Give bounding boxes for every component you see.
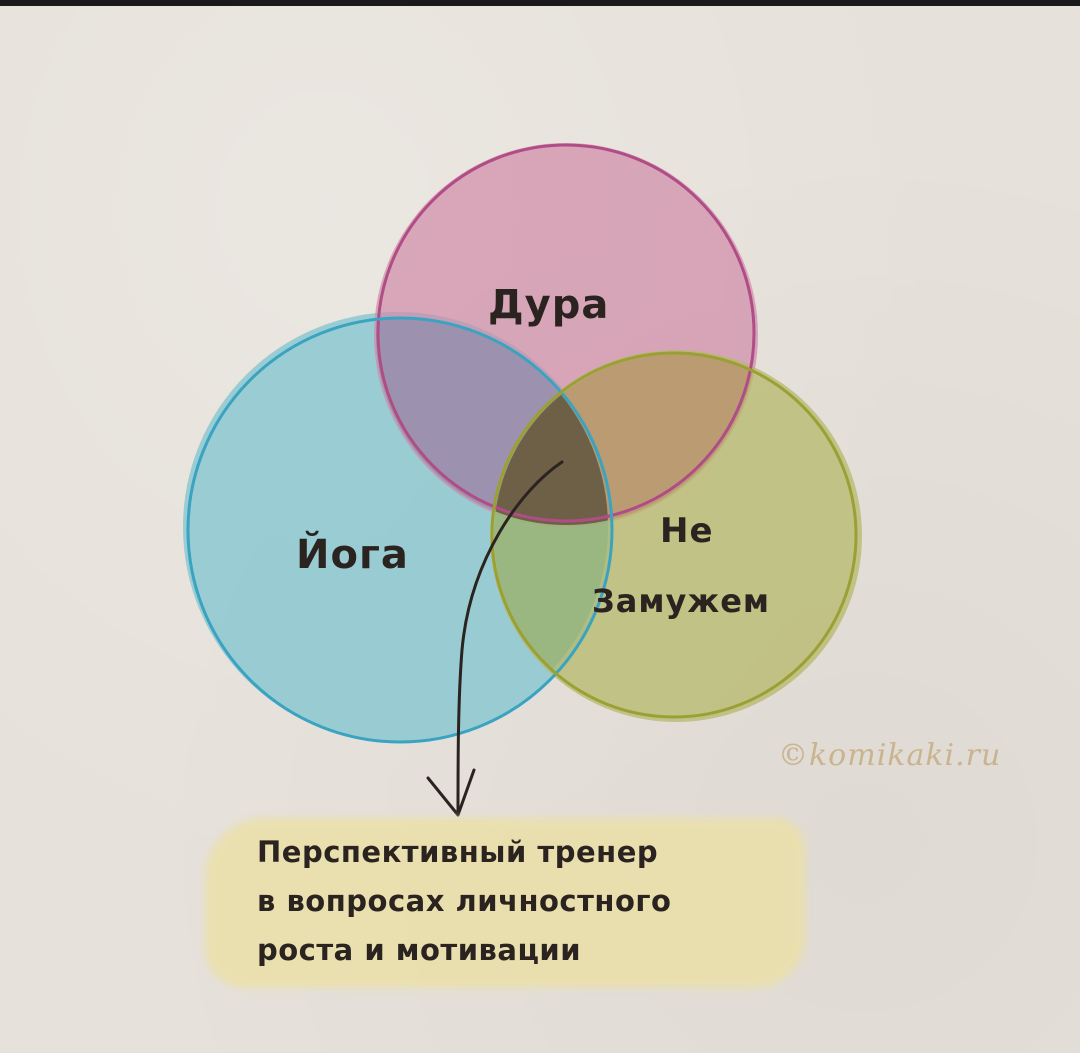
callout-line-3: роста и мотивации [257, 933, 582, 967]
callout-line-1: Перспективный тренер [257, 835, 659, 869]
arrow-head-icon [426, 768, 476, 817]
circle-right-outline [490, 351, 858, 719]
top-bar [0, 0, 1080, 6]
circle-top-outline [376, 143, 756, 523]
label-right-line2: Замужем [592, 582, 770, 620]
credit-text: ©komikaki.ru [778, 738, 1002, 773]
label-left: Йога [296, 530, 409, 578]
label-top: Дура [488, 282, 609, 328]
callout-text: Перспективный тренер в вопросах личностн… [257, 828, 671, 975]
overlap-center [494, 354, 608, 525]
overlap-top-left [376, 317, 608, 525]
callout-note: Перспективный тренер в вопросах личностн… [205, 806, 805, 996]
callout-line-2: в вопросах личностного [257, 884, 672, 918]
callout-arrow [456, 460, 564, 814]
label-right-line1: Не [660, 511, 714, 551]
circle-left-outline [186, 316, 614, 744]
callout-highlight [205, 818, 805, 988]
